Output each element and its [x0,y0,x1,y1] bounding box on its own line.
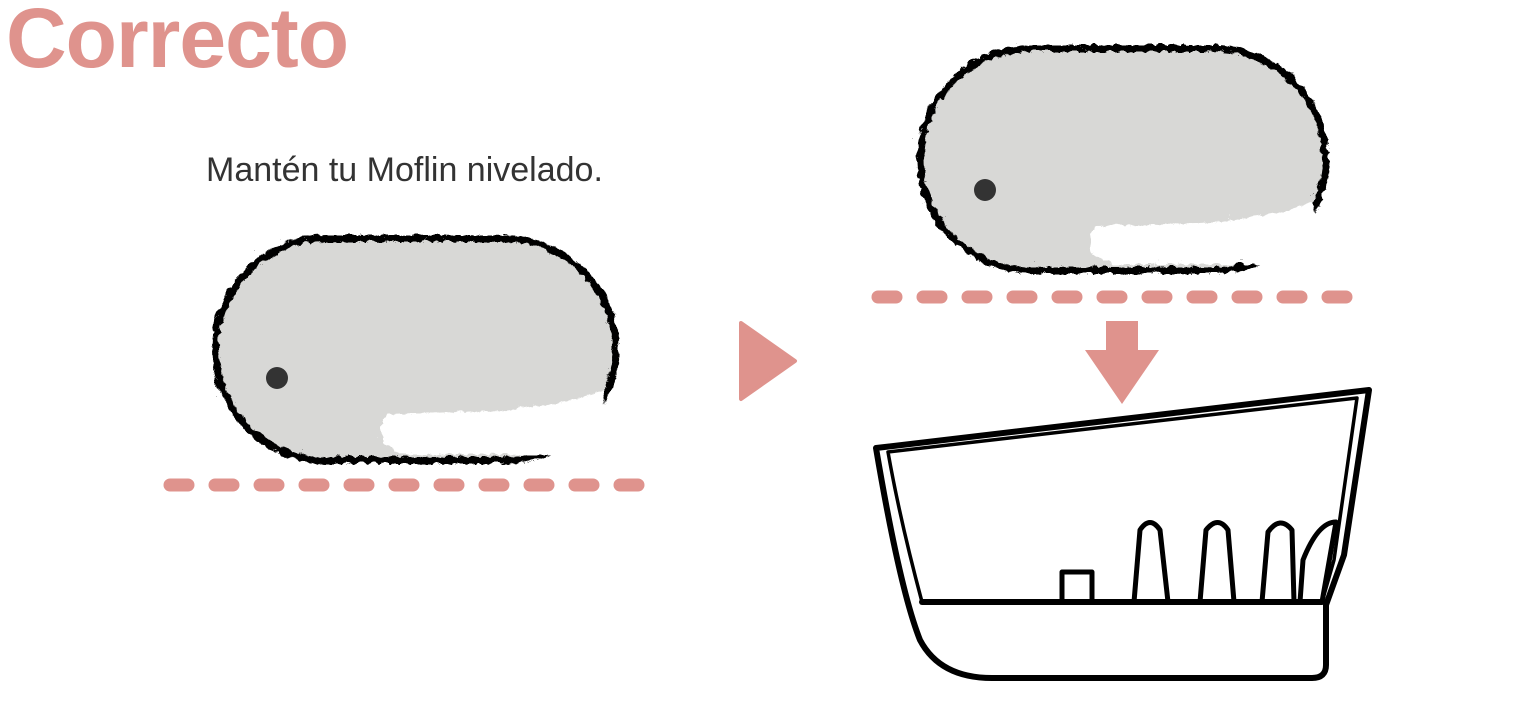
cradle-outer [873,387,1372,681]
cradle-inner [886,396,1359,604]
moflin-belly [380,388,605,452]
down-arrow-icon [1085,321,1159,404]
moflin-body [209,232,617,462]
cradle-prong [1297,519,1339,605]
cradle-prong [1197,520,1237,605]
page-title: Correcto [6,0,349,85]
moflin-belly [1088,200,1314,262]
cradle-pad [1059,569,1095,605]
moflin-body [914,42,1327,272]
eye-dot [266,367,288,389]
play-arrow-icon [739,321,797,401]
moflin-left [209,232,617,462]
moflin-right [914,42,1327,272]
eye-dot [974,179,996,201]
cradle-prong [1259,520,1297,605]
instruction-caption: Mantén tu Moflin nivelado. [206,151,603,189]
charging-cradle [873,387,1372,681]
cradle-prong [1131,520,1171,605]
